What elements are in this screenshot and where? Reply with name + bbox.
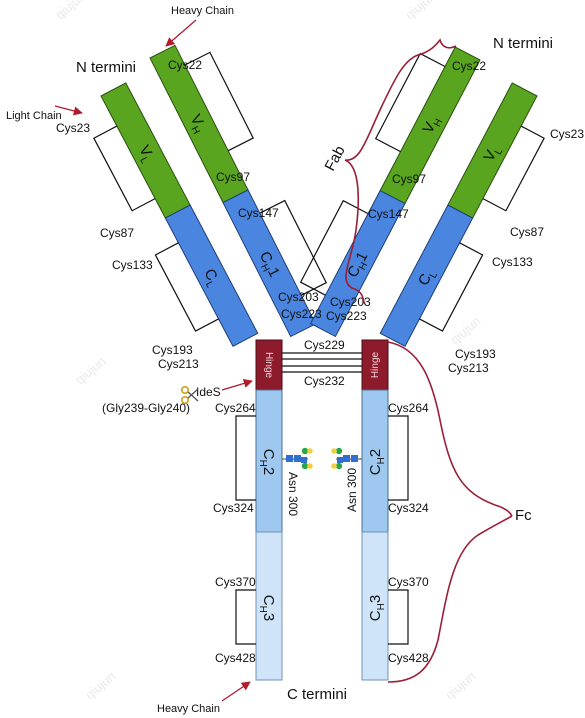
- hinge-left: [255, 339, 283, 391]
- light-chain-label: Light Chain: [6, 110, 62, 122]
- cys87-right: Cys87: [510, 225, 544, 239]
- left-heavy-arm: VH CH1: [149, 44, 328, 338]
- ch3-label-left: CH3: [257, 595, 277, 621]
- vl-disulfide-left: [93, 125, 156, 212]
- ch3-label-right: CH3: [367, 595, 387, 621]
- ch3-domain-right: [361, 531, 389, 681]
- scissors-icon: [181, 385, 199, 404]
- cl-domain-left: [164, 204, 259, 348]
- fc-label: Fc: [515, 507, 532, 524]
- right-light-chain: VL CL: [379, 82, 545, 348]
- ch1-domain-right: [309, 189, 406, 338]
- cys193-left: Cys193: [152, 343, 193, 357]
- cys428-right: Cys428: [388, 651, 429, 665]
- cl-disulfide-right: [419, 242, 484, 332]
- cys133-left: Cys133: [112, 258, 153, 272]
- cys133-right: Cys133: [492, 255, 533, 269]
- ides-arrow: [221, 378, 253, 391]
- cl-domain-right: [379, 204, 474, 348]
- watermark: qiujun: [52, 0, 88, 22]
- watermark: qiujun: [447, 314, 483, 348]
- cys147-right: Cys147: [368, 207, 409, 221]
- fc-brace-bottom: [387, 515, 513, 683]
- fab-label: Fab: [322, 143, 349, 174]
- heavy-chain-top-label: Heavy Chain: [171, 5, 234, 17]
- cys213-right: Cys213: [448, 361, 489, 375]
- ch1-disulfide-right: [299, 199, 369, 296]
- heavy-chain-bottom-label: Heavy Chain: [157, 703, 220, 715]
- watermark: qiujun: [402, 0, 438, 22]
- ch1-domain-left: [222, 189, 317, 338]
- n-termini-right: N termini: [493, 35, 553, 52]
- asn300-label-right: Asn 300: [345, 468, 359, 512]
- ch2-label-left: CH2: [257, 449, 277, 475]
- hinge-label-left: Hinge: [263, 352, 274, 379]
- cys213-left: Cys213: [158, 357, 199, 371]
- ch2-label-right: CH2: [367, 449, 387, 475]
- watermark: qiujun: [442, 669, 478, 703]
- c-termini: C termini: [287, 686, 347, 703]
- heavy-chain-bottom-arrow: [221, 681, 251, 702]
- watermark: qiujun: [82, 669, 118, 703]
- cys22-left: Cys22: [168, 58, 202, 72]
- right-heavy-arm: VH CH1: [299, 46, 481, 338]
- cys203-right: Cys203: [330, 295, 371, 309]
- vh-disulfide-right: [374, 52, 446, 153]
- cys97-right: Cys97: [392, 172, 426, 186]
- cys229-label: Cys229: [304, 338, 345, 352]
- cys223-right: Cys223: [326, 309, 367, 323]
- hinge-label-right: Hinge: [370, 352, 381, 379]
- watermark: qiujun: [72, 354, 108, 388]
- vl-domain-right: [447, 82, 538, 219]
- ides-label: IdeS: [196, 385, 221, 399]
- fab-brace-top: [344, 38, 457, 161]
- light-chain-arrow: [54, 105, 83, 116]
- cys97-left: Cys97: [216, 170, 250, 184]
- cys428-left: Cys428: [215, 651, 256, 665]
- fab-brace-bottom: [344, 159, 366, 305]
- cys370-right: Cys370: [388, 575, 429, 589]
- ch2-domain-left: [255, 389, 283, 533]
- cys324-left: Cys324: [213, 501, 254, 515]
- cys147-left: Cys147: [238, 206, 279, 220]
- cys264-left: Cys264: [215, 401, 256, 415]
- vh-disulfide-left: [184, 51, 254, 152]
- cys23-left: Cys23: [56, 121, 90, 135]
- glycan-left: [282, 447, 313, 470]
- left-light-chain: VL CL: [93, 82, 259, 348]
- cys87-left: Cys87: [100, 226, 134, 240]
- ch2-disulfide-right: [388, 415, 409, 501]
- ides-site-label: (Gly239-Gly240): [102, 401, 190, 415]
- hinge-right: [361, 339, 389, 391]
- ch2-disulfide-left: [235, 415, 256, 501]
- cys232-label: Cys232: [304, 374, 345, 388]
- ch1-label-right: CH1: [344, 249, 374, 282]
- ch3-domain-left: [255, 531, 283, 681]
- cys223-left: Cys223: [281, 307, 322, 321]
- cys370-left: Cys370: [215, 575, 256, 589]
- asn300-label-left: Asn 300: [286, 472, 300, 516]
- fc-brace-top: [387, 341, 513, 517]
- ch2-domain-right: [361, 389, 389, 533]
- ch3-disulfide-right: [388, 589, 409, 645]
- cl-label-right: CL: [415, 266, 441, 290]
- cys22-right: Cys22: [452, 59, 486, 73]
- heavy-chain-top-arrow: [165, 19, 197, 47]
- ch3-disulfide-left: [235, 589, 256, 645]
- cys264-right: Cys264: [388, 401, 429, 415]
- cys203-left: Cys203: [278, 290, 319, 304]
- glycan-right: [331, 447, 362, 470]
- cys193-right: Cys193: [455, 347, 496, 361]
- vl-disulfide-right: [482, 125, 545, 212]
- n-termini-left: N termini: [76, 59, 136, 76]
- cys324-right: Cys324: [388, 501, 429, 515]
- cys23-right: Cys23: [550, 127, 584, 141]
- cl-disulfide-left: [154, 242, 219, 332]
